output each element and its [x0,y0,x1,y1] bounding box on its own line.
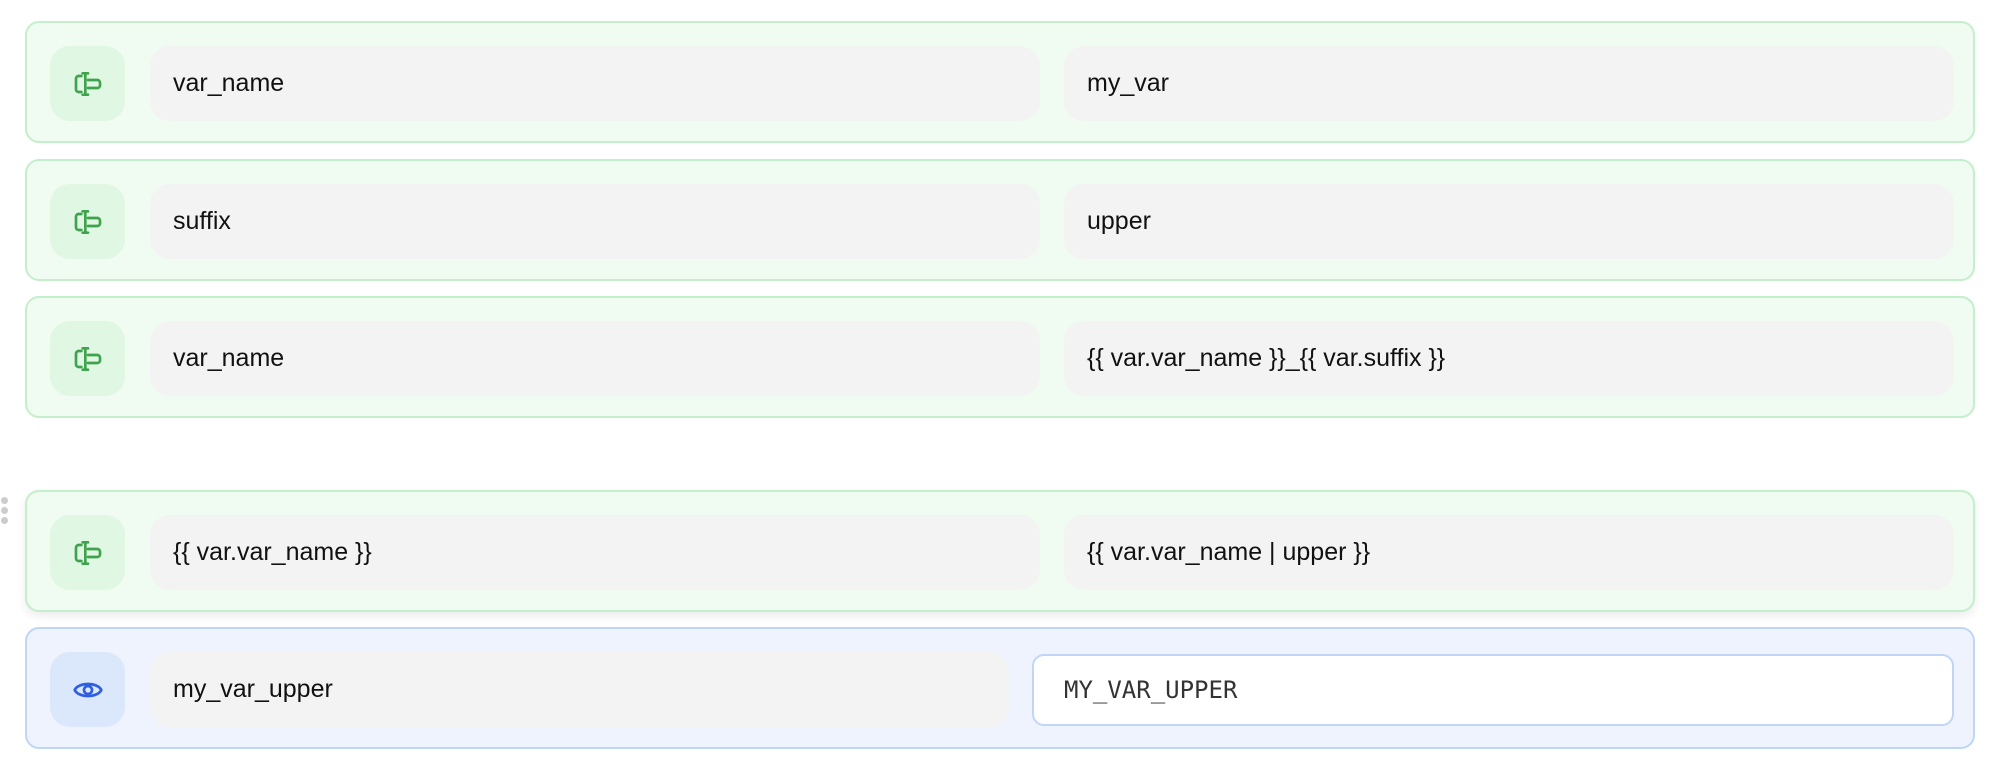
variable-name-input[interactable]: suffix [150,184,1040,259]
variable-value-input[interactable]: {{ var.var_name | upper }} [1064,515,1954,590]
variable-name-input[interactable]: var_name [150,321,1040,396]
set-variable-row: var_name {{ var.var_name }}_{{ var.suffi… [25,296,1975,418]
set-variable-row: var_name my_var [25,21,1975,143]
variable-name-input[interactable]: {{ var.var_name }} [150,515,1040,590]
eye-icon[interactable] [50,652,125,727]
text-cursor-icon[interactable] [50,46,125,121]
text-cursor-icon[interactable] [50,184,125,259]
variable-name-input[interactable]: var_name [150,46,1040,121]
drag-handle-icon[interactable] [1,497,9,527]
variable-name-input[interactable]: my_var_upper [150,652,1009,727]
set-variable-row: {{ var.var_name }} {{ var.var_name | upp… [25,490,1975,612]
variable-value-input[interactable]: my_var [1064,46,1954,121]
set-variable-row: suffix upper [25,159,1975,281]
text-cursor-icon[interactable] [50,515,125,590]
variable-output-value: MY_VAR_UPPER [1032,654,1954,726]
text-cursor-icon[interactable] [50,321,125,396]
variable-value-input[interactable]: upper [1064,184,1954,259]
view-variable-row: my_var_upper MY_VAR_UPPER [25,627,1975,749]
variable-value-input[interactable]: {{ var.var_name }}_{{ var.suffix }} [1064,321,1954,396]
